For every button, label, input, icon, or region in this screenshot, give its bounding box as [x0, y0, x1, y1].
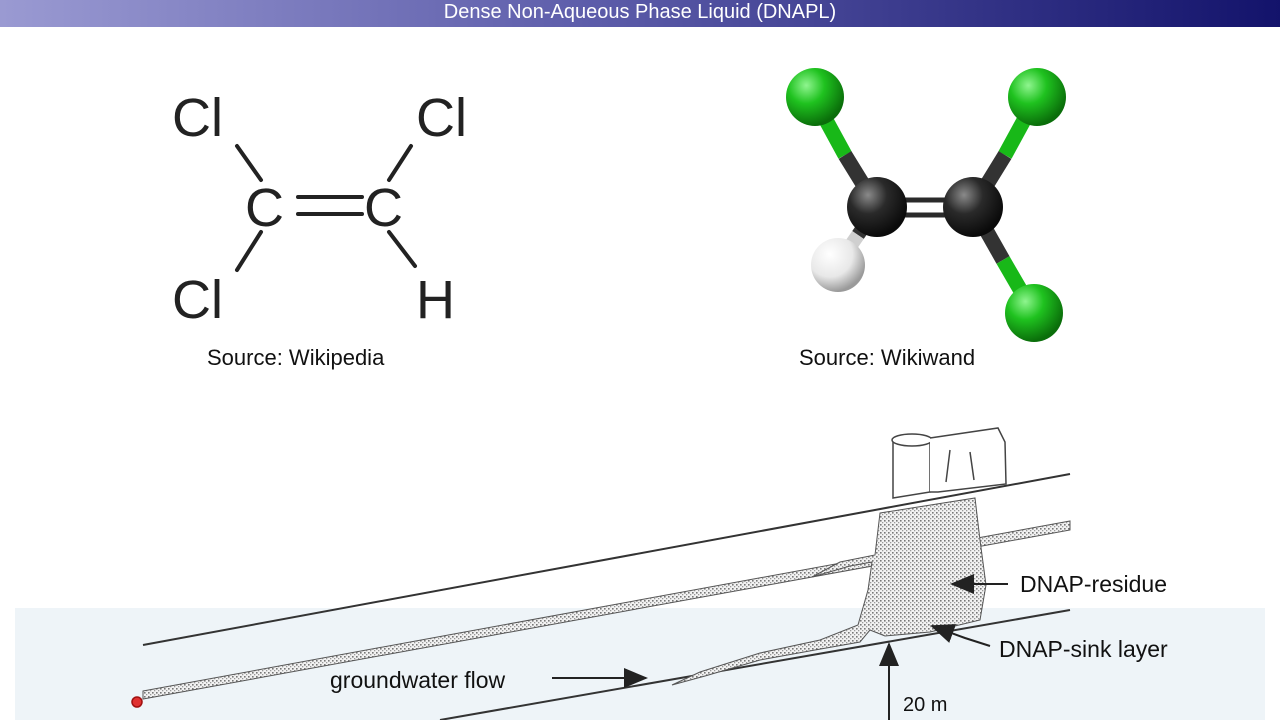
atom-c-left: C [245, 178, 284, 238]
slide-title: Dense Non-Aqueous Phase Liquid (DNAPL) [0, 0, 1280, 27]
structural-formula: Cl Cl C C Cl H [172, 88, 467, 330]
ball-and-stick-model [786, 68, 1066, 342]
aquitard-line [439, 609, 1071, 720]
carbon-atom-icon [847, 177, 907, 237]
well-icon [891, 427, 1007, 499]
carbon-atom-icon [943, 177, 1003, 237]
chlorine-atom-icon [1008, 68, 1066, 126]
dnapl-plume [671, 497, 987, 686]
structure-source-caption: Source: Wikipedia [207, 345, 385, 370]
groundwater-flow-label: groundwater flow [330, 667, 506, 693]
dnap-sink-label: DNAP-sink layer [999, 636, 1168, 662]
atom-h-bottom-right: H [416, 270, 455, 330]
dnap-residue-label: DNAP-residue [1020, 571, 1167, 597]
hydrogen-atom-icon [811, 238, 865, 292]
dnapl-migration-diagram: DNAP-residue DNAP-sink layer groundwater… [15, 427, 1265, 720]
depth-label: 20 m [903, 694, 947, 716]
chlorine-atom-icon [786, 68, 844, 126]
atom-cl-bottom-left: Cl [172, 270, 223, 330]
chlorine-atom-icon [1005, 284, 1063, 342]
atom-c-right: C [364, 178, 403, 238]
atom-cl-top-left: Cl [172, 88, 223, 148]
saturated-zone-band [15, 608, 1265, 720]
sink-arrow [930, 624, 991, 647]
pointer-dot-icon [131, 696, 143, 708]
model-source-caption: Source: Wikiwand [799, 345, 976, 370]
ground-surface-line [142, 473, 1071, 646]
atom-cl-top-right: Cl [416, 88, 467, 148]
